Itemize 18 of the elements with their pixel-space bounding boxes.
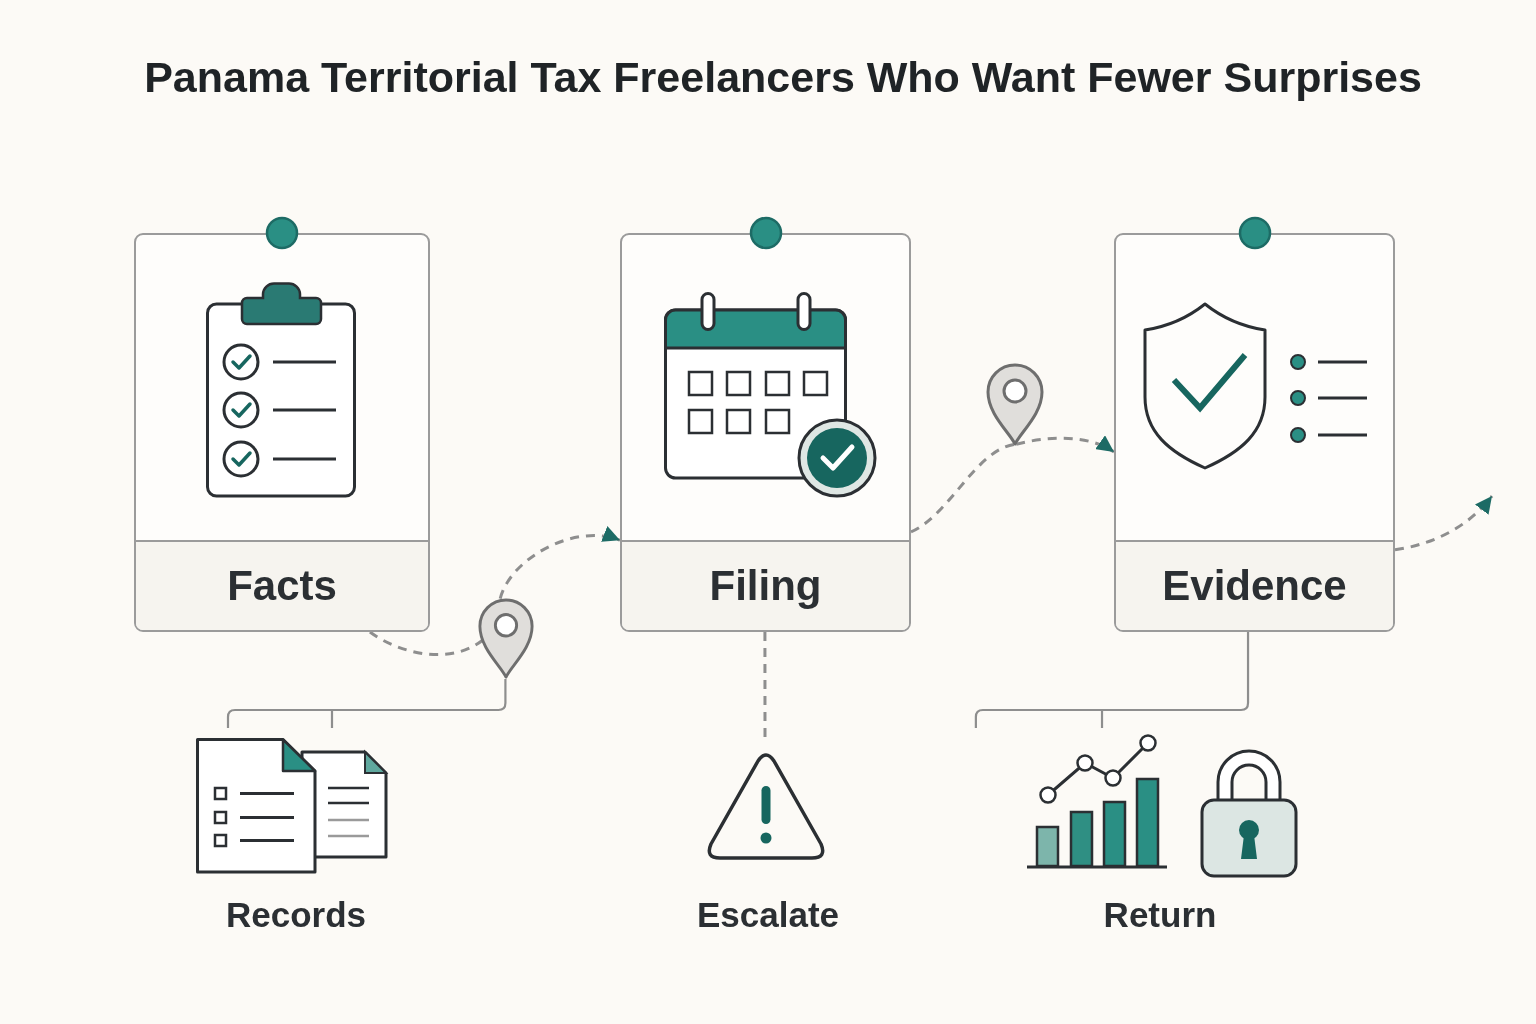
card-title: Evidence — [1162, 562, 1347, 610]
item-label: Return — [1103, 896, 1217, 935]
location-pin-icon — [477, 597, 535, 679]
bracket-line — [974, 630, 1250, 730]
dashed-line — [369, 630, 484, 657]
step-card — [1114, 233, 1395, 632]
item-label: Records — [225, 896, 367, 935]
item-label: Escalate — [696, 896, 840, 935]
location-pin-icon — [985, 362, 1045, 446]
dashed-arrow — [498, 527, 621, 600]
step-card — [134, 233, 430, 632]
card-title: Filing — [709, 562, 822, 610]
page-title: Panama Territorial Tax Freelancers Who Want Fewer Surprises — [144, 53, 1422, 103]
dashed-arrow — [1394, 495, 1494, 552]
step-card — [620, 233, 911, 632]
dashed-arrow — [1015, 435, 1115, 454]
card-title: Facts — [227, 562, 337, 610]
dashed-line — [910, 442, 1015, 534]
